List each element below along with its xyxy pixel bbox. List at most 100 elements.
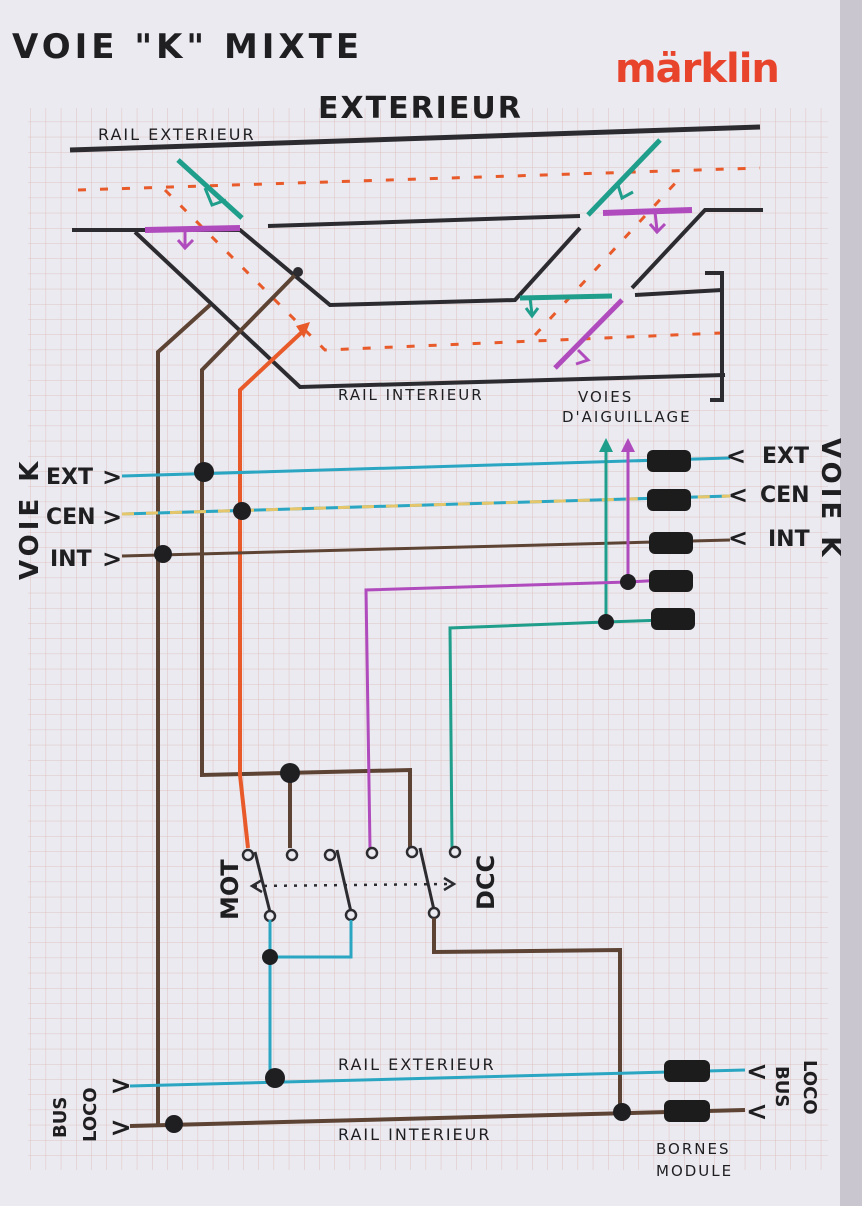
terminal-block-right (647, 450, 695, 630)
left-cen-label: CEN (46, 505, 96, 530)
turnout-marker-teal-3 (519, 293, 613, 301)
switch-lever-1 (253, 851, 272, 913)
junction-teal-switch (262, 949, 278, 965)
turnout-arrow-teal-2 (616, 184, 634, 201)
right-bus-chevron-1: < (746, 1057, 768, 1087)
turnout-arrow-magenta-1 (176, 230, 195, 251)
left-cen-chevron: > (102, 503, 122, 531)
contact-top-4 (365, 846, 379, 860)
right-int-label: INT (768, 527, 810, 552)
left-int-chevron: > (102, 545, 122, 573)
turnout-marker-magenta-1 (144, 225, 241, 233)
label-rail-interieur-mid: RAIL INTERIEUR (338, 386, 484, 404)
track-plan (69, 124, 763, 1125)
centre-dash-cross (163, 188, 721, 352)
bus-lines (121, 438, 731, 849)
contact-top-6 (448, 845, 462, 859)
right-voie-k-label: VOIE K (815, 438, 845, 560)
contact-top-5 (405, 845, 419, 859)
feeder-brown-2-dot (293, 267, 303, 277)
left-bus-chevron-2: > (110, 1113, 132, 1143)
bottom-rail-int-line (129, 1108, 746, 1128)
middle-rail-right (630, 208, 763, 290)
wire-magenta-arrow (621, 438, 635, 452)
label-aiguillage: D'AIGUILLAGE (562, 408, 692, 426)
label-module: MODULE (656, 1162, 733, 1180)
left-int-label: INT (50, 547, 92, 572)
switch-lever-2 (335, 849, 353, 913)
junction-bottom-ext (265, 1068, 285, 1088)
middle-rail-top (267, 214, 581, 228)
right-bus-chevron-2: < (746, 1097, 768, 1127)
right-loco-label: LOCO (799, 1060, 820, 1115)
contact-bottom-2 (344, 908, 358, 922)
linkage-arrow-left (249, 878, 263, 894)
terminal-teal (651, 608, 695, 630)
terminal-ext (647, 450, 691, 472)
centre-dash-top (77, 166, 761, 192)
interior-rail (133, 230, 726, 390)
outer-rail (69, 124, 761, 153)
bottom-bus (129, 1060, 746, 1133)
left-ext-label: EXT (46, 465, 93, 490)
left-loco-label: LOCO (80, 1087, 101, 1142)
right-cen-chevron: < (728, 481, 748, 509)
contact-top-3 (323, 848, 337, 862)
contact-top-1 (241, 848, 255, 862)
right-bus-label: BUS (771, 1066, 792, 1107)
right-ext-chevron: < (726, 442, 746, 470)
right-cen-label: CEN (760, 483, 810, 508)
grid-area (28, 108, 828, 1170)
left-voie-k-label: VOIE K (15, 458, 45, 580)
label-bottom-rail-exterieur: RAIL EXTERIEUR (338, 1055, 496, 1074)
contact-bottom-3 (427, 906, 441, 920)
right-int-chevron: < (728, 524, 748, 552)
bottom-rail-ext-line (129, 1068, 746, 1088)
turnout-arrow-teal-3 (524, 297, 540, 319)
junction-bottom-int-left (165, 1115, 183, 1133)
feeder-orange-head (296, 322, 310, 338)
wire-teal-switch-out (268, 920, 353, 1078)
feeder-brown-1 (156, 303, 212, 1125)
linkage-arrow-right (443, 876, 457, 892)
junction-brown-switch (280, 763, 300, 783)
header-exterieur: EXTERIEUR (318, 91, 523, 126)
centre-dash-right (533, 176, 682, 337)
page-title: VOIE "K" MIXTE (12, 27, 363, 67)
turnout-arrow-magenta-2 (648, 211, 667, 235)
label-bornes: BORNES (656, 1140, 730, 1158)
terminal-cen (647, 489, 691, 511)
turnout-arrow-teal-1 (203, 187, 227, 207)
left-bus-chevron-1: > (110, 1071, 132, 1101)
label-bottom-rail-interieur: RAIL INTERIEUR (338, 1125, 491, 1144)
label-dcc: DCC (472, 855, 500, 910)
turnout-marker-teal-1 (176, 158, 244, 220)
left-bus-label: BUS (50, 1097, 71, 1138)
terminal-bottom-int (664, 1100, 710, 1122)
junction-teal (598, 614, 614, 630)
right-ext-label: EXT (762, 444, 809, 469)
left-ext-chevron: > (102, 463, 122, 491)
brand-logo: märklin (615, 46, 779, 92)
contact-bottom-1 (263, 909, 277, 923)
turnout-marker-teal-2 (586, 138, 662, 217)
feeder-brown-2 (200, 270, 412, 848)
label-voies: VOIES (578, 388, 633, 406)
turnout-marker-magenta-2 (602, 207, 693, 216)
siding-bracket (634, 271, 724, 402)
feeder-orange (238, 330, 304, 849)
terminal-bottom-ext (664, 1060, 710, 1082)
changeover-switch (241, 763, 622, 1113)
switch-lever-3 (418, 847, 436, 911)
label-rail-exterieur-top: RAIL EXTERIEUR (98, 125, 256, 144)
terminal-magenta (649, 570, 693, 592)
wire-teal-arrow (599, 438, 613, 452)
junction-magenta (620, 574, 636, 590)
terminal-int (649, 532, 693, 554)
junction-int (154, 545, 172, 563)
junction-bottom-int-right (613, 1103, 631, 1121)
contact-top-2 (285, 848, 299, 862)
junction-ext (194, 462, 214, 482)
turnout-marker-magenta-3 (553, 298, 624, 370)
